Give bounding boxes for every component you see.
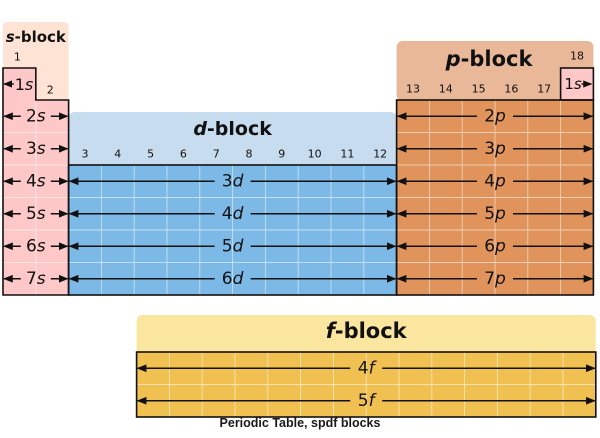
- he-1s-label: 1s: [564, 75, 582, 93]
- row-4s-label: 4s: [26, 171, 46, 191]
- group-number-14: 14: [439, 83, 453, 96]
- group-number-7: 7: [213, 148, 220, 161]
- s-block-header: [3, 22, 69, 66]
- row-6p-label: 6p: [484, 236, 506, 256]
- group-number-11: 11: [340, 148, 354, 161]
- row-7s-label: 7s: [26, 269, 46, 289]
- group-number-4: 4: [114, 148, 121, 161]
- row-3d-label: 3d: [222, 171, 244, 191]
- row-5s-label: 5s: [26, 204, 46, 224]
- row-7p-label: 7p: [484, 269, 506, 289]
- f-block-outline: [135, 351, 597, 418]
- group-number-15: 15: [472, 83, 486, 96]
- row-4f-label: 4f: [358, 358, 378, 378]
- group-number-2: 2: [47, 84, 54, 97]
- group-number-17: 17: [537, 83, 551, 96]
- group-number-16: 16: [504, 83, 518, 96]
- row-6d-label: 6d: [222, 269, 244, 289]
- group-number-9: 9: [278, 148, 285, 161]
- group-number-3: 3: [82, 148, 89, 161]
- group-number-18: 18: [570, 50, 584, 63]
- group-number-13: 13: [406, 83, 420, 96]
- group-number-1: 1: [14, 51, 21, 64]
- row-3s-label: 3s: [26, 139, 46, 159]
- p-block-header: [396, 41, 594, 101]
- row-4d-label: 4d: [222, 204, 244, 224]
- d-block-header: [68, 112, 397, 166]
- f-block-title: f-block: [326, 319, 408, 343]
- s-block-title: s-block: [6, 28, 67, 46]
- row-6s-label: 6s: [26, 236, 46, 256]
- s-block-outline: [2, 67, 70, 296]
- row-4p-label: 4p: [484, 171, 506, 191]
- diagram-caption: Periodic Table, spdf blocks: [219, 416, 381, 430]
- row-2s-label: 2s: [26, 106, 46, 126]
- p-block-title: p-block: [445, 47, 534, 71]
- group-number-6: 6: [180, 148, 187, 161]
- row-2p-label: 2p: [484, 106, 506, 126]
- row-5p-label: 5p: [484, 204, 506, 224]
- group-number-5: 5: [147, 148, 154, 161]
- row-5d-label: 5d: [222, 236, 244, 256]
- row-3p-label: 3p: [484, 139, 506, 159]
- row-1s-label: 1s: [15, 75, 34, 94]
- f-block-header: [136, 315, 596, 355]
- p-block-outline: [395, 99, 595, 296]
- row-5f-label: 5f: [358, 391, 378, 411]
- d-block-title: d-block: [193, 118, 272, 140]
- group-number-12: 12: [373, 148, 387, 161]
- he-cell-outline: [559, 67, 595, 101]
- group-number-8: 8: [246, 148, 253, 161]
- group-number-10: 10: [308, 148, 322, 161]
